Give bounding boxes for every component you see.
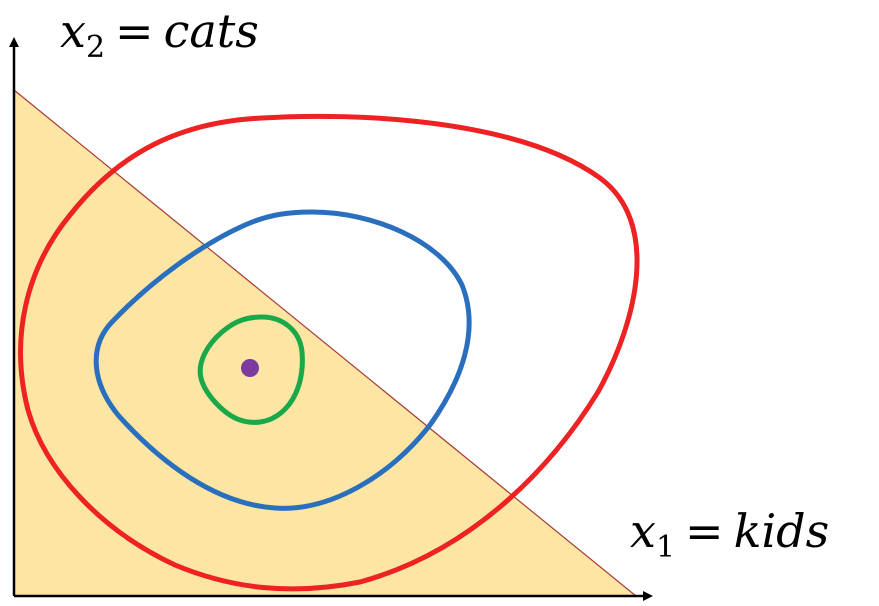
y-axis-var: x [60, 4, 86, 58]
x-axis-equals: = [685, 504, 724, 558]
contour-middle [93, 209, 472, 511]
x-axis-label: x1=kids [630, 508, 829, 563]
x-axis-var: x [630, 504, 656, 558]
y-axis-equals: = [115, 4, 154, 58]
contour-inner [197, 314, 305, 425]
contour-outer [18, 113, 640, 592]
constraint-line [13, 89, 637, 597]
x-axis-subscript: 1 [655, 530, 676, 565]
y-axis-name: cats [163, 4, 259, 58]
y-axis-label: x2=cats [60, 8, 259, 63]
optimum-point [241, 359, 259, 377]
y-axis-subscript: 2 [85, 30, 106, 65]
x-axis-name: kids [733, 504, 830, 558]
